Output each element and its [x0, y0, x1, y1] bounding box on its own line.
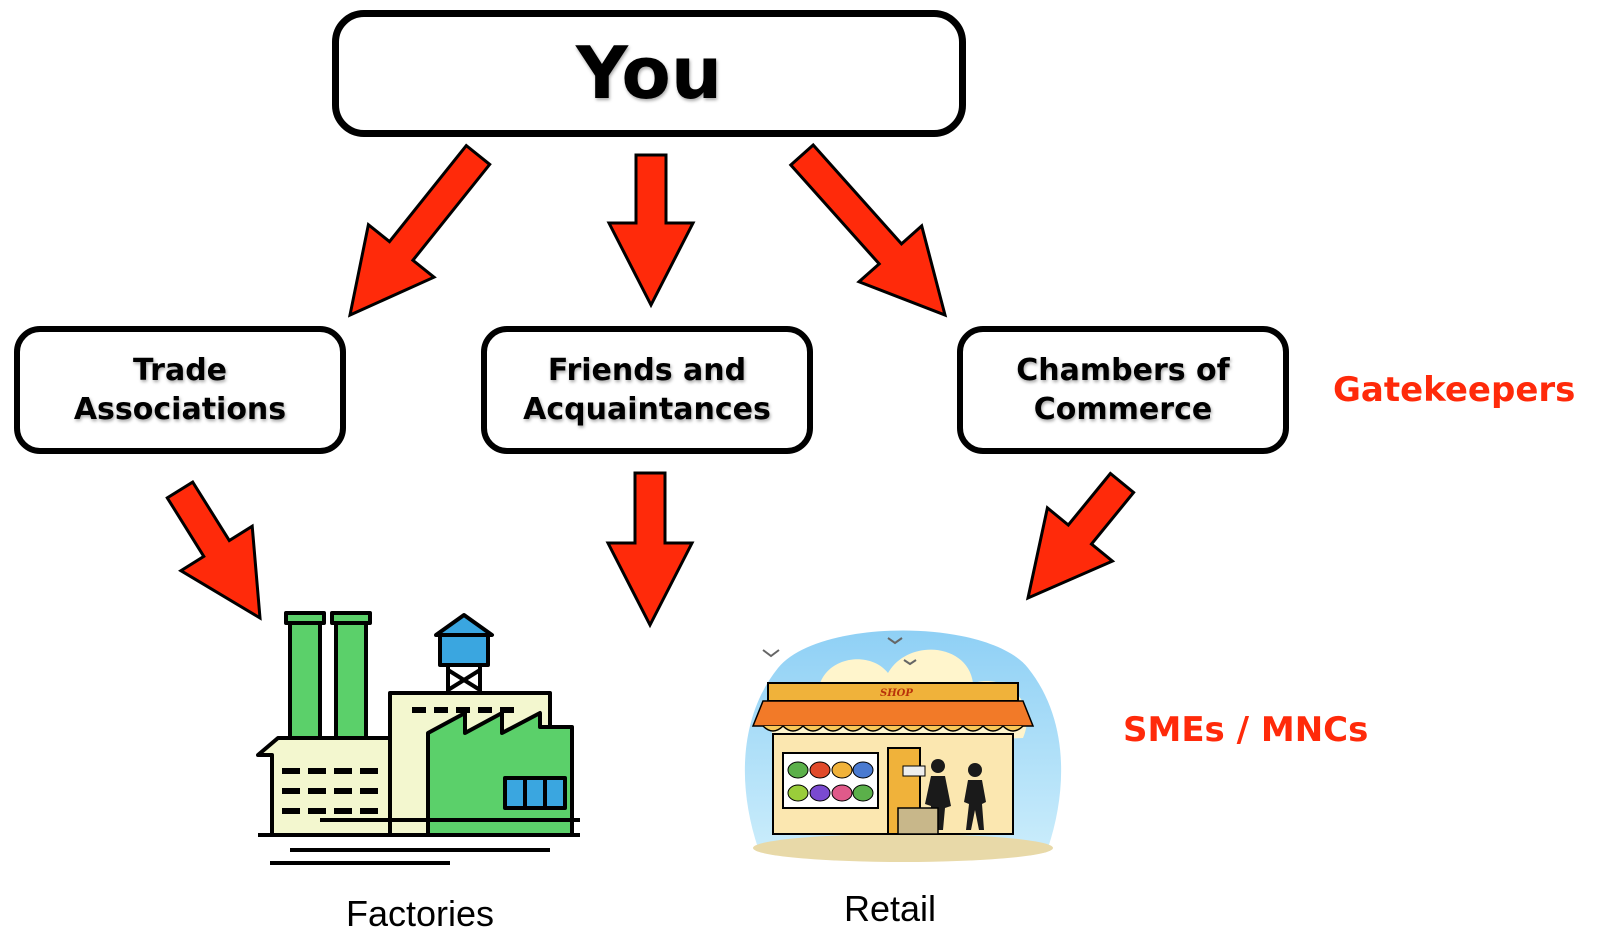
shop-icon: SHOP: [744, 630, 1062, 862]
arrow-chambers-to-retail: [1025, 471, 1136, 601]
chambers-of-commerce-label-line2: Commerce: [1033, 392, 1213, 427]
arrow-you-to-friends: [606, 153, 696, 309]
retail-caption: Retail: [844, 888, 937, 929]
factory-icon: [256, 611, 580, 865]
arrow-you-to-trade: [347, 143, 492, 318]
you-node: You: [332, 10, 966, 137]
shop-sign-text: SHOP: [880, 688, 913, 699]
arrow-friends-to-center: [605, 471, 695, 629]
factories-caption: Factories: [346, 893, 495, 932]
chambers-of-commerce-label-line1: Chambers of: [1016, 353, 1230, 388]
friends-acquaintances-node: Friends and Acquaintances: [481, 326, 813, 454]
chambers-of-commerce-node: Chambers of Commerce: [957, 326, 1289, 454]
arrow-you-to-chambers: [788, 142, 948, 318]
friends-acquaintances-label-line1: Friends and: [547, 353, 747, 388]
trade-associations-label-line2: Associations: [73, 392, 287, 427]
smes-mncs-label: SMEs / MNCs: [1123, 710, 1369, 750]
gatekeepers-label: Gatekeepers: [1333, 370, 1576, 410]
trade-associations-node: Trade Associations: [14, 326, 346, 454]
trade-associations-label-line1: Trade: [132, 353, 228, 388]
arrow-trade-to-factories: [165, 480, 262, 621]
friends-acquaintances-label-line2: Acquaintances: [523, 392, 771, 427]
you-label: You: [575, 30, 723, 115]
